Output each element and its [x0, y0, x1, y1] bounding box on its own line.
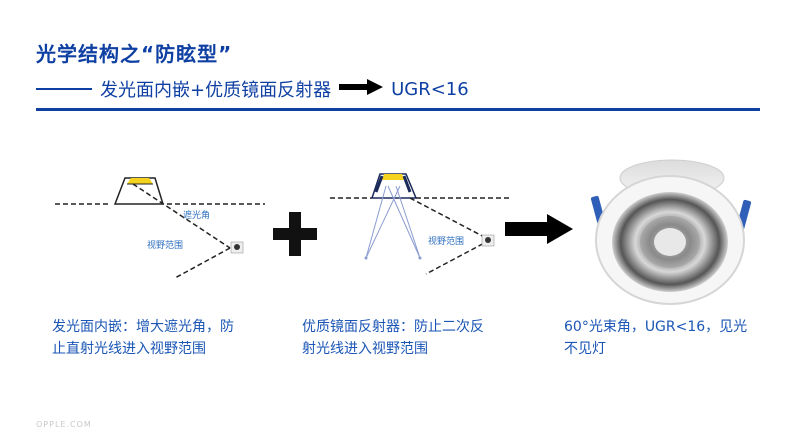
result-arrow-icon	[505, 214, 573, 244]
subtitle-text: 发光面内嵌+优质镜面反射器	[100, 80, 332, 101]
subtitle: 发光面内嵌+优质镜面反射器 UGR<16	[36, 76, 469, 102]
downlight-product-image	[590, 159, 752, 305]
caption-mirror-reflector: 优质镜面反射器：防止二次反 射光线进入视野范围	[302, 316, 484, 360]
subtitle-dash	[36, 88, 92, 90]
plus-icon	[273, 212, 317, 256]
arrow-right-icon	[339, 78, 384, 100]
caption-1-line-1: 发光面内嵌：增大遮光角，防	[52, 319, 234, 335]
caption-2-line-1: 优质镜面反射器：防止二次反	[302, 319, 484, 335]
shield-angle-label: 遮光角	[183, 209, 210, 221]
footer-brand: OPPLE.COM	[36, 420, 92, 429]
view-range-label-2: 视野范围	[428, 235, 464, 247]
page-title: 光学结构之“防眩型”	[36, 42, 233, 66]
mirror-reflector-diagram: 视野范围	[330, 173, 510, 275]
caption-3-line-1: 60°光束角，UGR<16，见光	[564, 319, 748, 335]
eye-icon	[230, 241, 244, 254]
caption-recessed-emitter: 发光面内嵌：增大遮光角，防 止直射光线进入视野范围	[52, 316, 234, 360]
recessed-emitter-diagram: 遮光角 视野范围	[55, 177, 265, 279]
caption-2-line-2: 射光线进入视野范围	[302, 341, 428, 357]
view-range-label: 视野范围	[147, 239, 183, 251]
title-divider	[36, 108, 760, 111]
caption-result: 60°光束角，UGR<16，见光 不见灯	[564, 316, 747, 360]
caption-3-line-2: 不见灯	[564, 341, 606, 357]
eye-icon-2	[481, 234, 495, 247]
ugr-value: UGR<16	[391, 78, 469, 100]
caption-1-line-2: 止直射光线进入视野范围	[52, 341, 206, 357]
